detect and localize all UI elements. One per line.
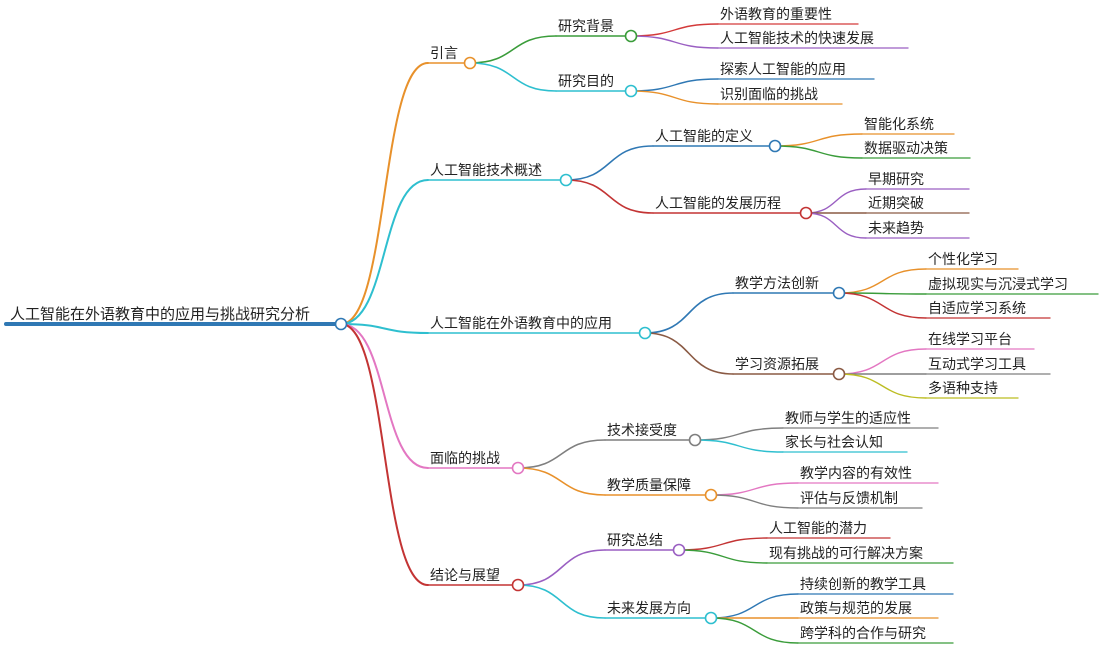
branch-connector [340,179,429,325]
branch-node-label[interactable]: 引言 [430,46,458,62]
leaf-node-label[interactable]: 近期突破 [868,196,924,212]
leaf-connector [630,35,719,49]
branch-connector [340,323,429,586]
sub-branch-collapse-toggle[interactable] [688,433,702,447]
branch-connector [340,323,429,469]
sub-branch-node-label[interactable]: 未来发展方向 [607,601,691,617]
leaf-node-label[interactable]: 虚拟现实与沉浸式学习 [928,277,1068,293]
sub-branch-collapse-toggle[interactable] [832,286,846,300]
leaf-node-label[interactable]: 现有挑战的可行解决方案 [769,545,923,562]
sub-branch-collapse-toggle[interactable] [704,611,718,625]
sub-branch-connector [469,62,557,92]
sub-branch-node-label[interactable]: 教学质量保障 [607,478,691,494]
sub-branch-connector [517,439,606,469]
leaf-connector [630,23,719,37]
leaf-node-label[interactable]: 多语种支持 [928,380,998,397]
branch-node-label[interactable]: 面临的挑战 [430,451,500,467]
branch-collapse-toggle[interactable] [511,461,525,475]
sub-branch-connector [644,292,734,334]
leaf-connector [694,439,784,453]
sub-branch-connector [469,35,557,64]
branch-connector [340,323,429,334]
sub-branch-node-label[interactable]: 教学方法创新 [735,276,819,292]
sub-branch-node-label[interactable]: 研究总结 [607,533,663,549]
leaf-node-label[interactable]: 数据驱动决策 [864,140,948,157]
branch-collapse-toggle[interactable] [511,578,525,592]
leaf-connector [838,292,927,295]
node-layer: 人工智能在外语教育中的应用与挑战研究分析 引言 研究背景 外语教育的重要性人工智能技术… [10,7,1068,642]
branch-node-label[interactable]: 结论与展望 [430,568,500,584]
branch-connector [340,62,429,325]
leaf-node-label[interactable]: 智能化系统 [864,117,934,133]
leaf-node-label[interactable]: 家长与社会认知 [785,434,883,451]
leaf-connector [710,617,799,644]
sub-branch-node-label[interactable]: 人工智能的发展历程 [655,196,781,212]
sub-branch-node-label[interactable]: 学习资源拓展 [735,357,819,373]
leaf-connector [838,268,927,294]
leaf-node-label[interactable]: 早期研究 [868,172,924,188]
sub-branch-collapse-toggle[interactable] [799,206,813,220]
leaf-node-label[interactable]: 教师与学生的适应性 [785,410,911,427]
leaf-connector [805,188,867,214]
branch-node-label[interactable]: 人工智能在外语教育中的应用 [430,315,612,332]
leaf-connector [710,593,799,619]
leaf-node-label[interactable]: 持续创新的教学工具 [800,576,926,593]
leaf-node-label[interactable]: 政策与规范的发展 [800,600,912,617]
leaf-connector [678,537,768,551]
sub-branch-node-label[interactable]: 人工智能的定义 [655,129,753,145]
leaf-connector [774,145,863,159]
sub-branch-connector [517,584,606,619]
branch-collapse-toggle[interactable] [463,56,477,70]
leaf-node-label[interactable]: 未来趋势 [868,221,924,237]
sub-branch-collapse-toggle[interactable] [624,29,638,43]
root-node-label[interactable]: 人工智能在外语教育中的应用与挑战研究分析 [10,305,310,323]
leaf-connector [710,482,799,496]
leaf-connector [630,90,719,105]
leaf-node-label[interactable]: 自适应学习系统 [928,300,1026,317]
leaf-connector [838,373,927,399]
sub-branch-collapse-toggle[interactable] [832,367,846,381]
connector-layer [4,23,1099,644]
branch-collapse-toggle[interactable] [559,173,573,187]
leaf-node-label[interactable]: 探索人工智能的应用 [720,61,846,78]
leaf-node-label[interactable]: 跨学科的合作与研究 [800,626,926,642]
sub-branch-connector [565,145,654,181]
sub-branch-collapse-toggle[interactable] [768,139,782,153]
leaf-connector [774,133,863,147]
leaf-connector [630,78,719,92]
branch-node-label[interactable]: 人工智能技术概述 [430,163,542,179]
sub-branch-connector [517,467,606,496]
root-collapse-toggle[interactable] [334,317,348,331]
leaf-connector [805,212,867,239]
leaf-node-label[interactable]: 外语教育的重要性 [720,7,832,23]
leaf-node-label[interactable]: 教学内容的有效性 [800,465,912,482]
sub-branch-node-label[interactable]: 研究目的 [558,74,614,90]
leaf-connector [838,292,927,319]
sub-branch-collapse-toggle[interactable] [672,543,686,557]
sub-branch-node-label[interactable]: 研究背景 [558,19,614,35]
sub-branch-connector [644,332,734,375]
sub-branch-connector [517,549,606,586]
leaf-connector [678,549,768,564]
leaf-connector [710,494,799,509]
leaf-node-label[interactable]: 人工智能的潜力 [769,521,867,537]
leaf-connector [694,427,784,441]
leaf-node-label[interactable]: 个性化学习 [928,252,998,268]
leaf-connector [838,348,927,375]
leaf-node-label[interactable]: 评估与反馈机制 [800,491,898,507]
sub-branch-node-label[interactable]: 技术接受度 [607,422,677,439]
sub-branch-collapse-toggle[interactable] [704,488,718,502]
leaf-node-label[interactable]: 识别面临的挑战 [720,87,818,103]
leaf-node-label[interactable]: 人工智能技术的快速发展 [720,31,874,47]
sub-branch-connector [565,179,654,214]
leaf-node-label[interactable]: 互动式学习工具 [928,357,1026,373]
branch-collapse-toggle[interactable] [638,326,652,340]
sub-branch-collapse-toggle[interactable] [624,84,638,98]
leaf-node-label[interactable]: 在线学习平台 [928,332,1012,348]
